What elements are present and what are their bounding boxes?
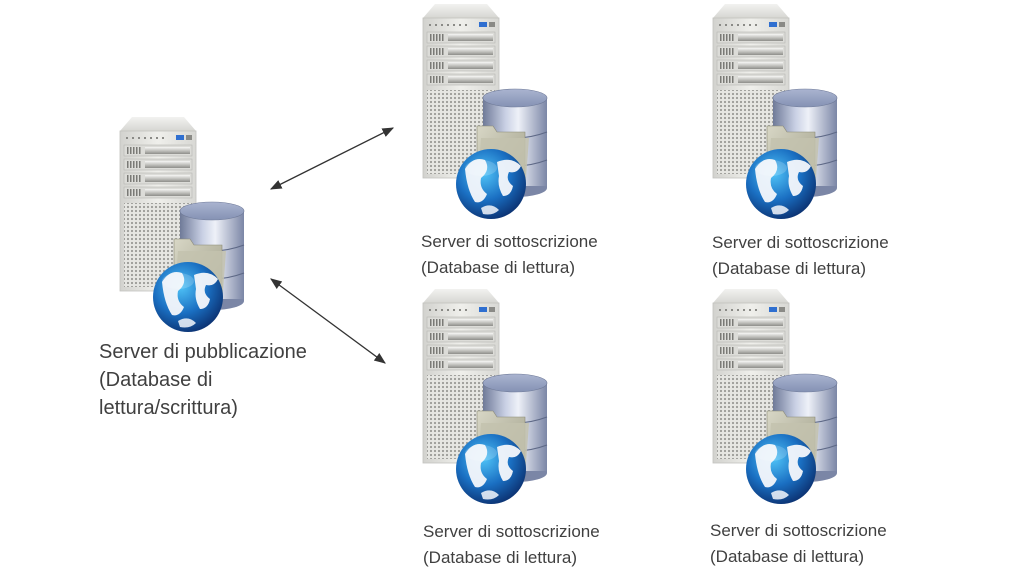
- subscriber-title: Server di sottoscrizione: [712, 233, 889, 252]
- server-database-globe-icon: [712, 289, 838, 504]
- subscriber-subtitle: (Database di lettura): [712, 259, 867, 278]
- publisher-label: Server di pubblicazione (Database di let…: [99, 338, 307, 422]
- arrow-publisher-to-subscriber-top: [269, 127, 395, 190]
- publisher-subtitle-line2: lettura/scrittura): [99, 397, 238, 419]
- publisher-title: Server di pubblicazione: [99, 341, 307, 363]
- server-database-globe-icon: [422, 289, 548, 504]
- subscriber-title: Server di sottoscrizione: [421, 232, 598, 251]
- subscriber-label: Server di sottoscrizione (Database di le…: [710, 518, 887, 570]
- publisher-subtitle-line1: (Database di: [99, 369, 213, 391]
- subscriber-title: Server di sottoscrizione: [710, 521, 887, 540]
- subscriber-label: Server di sottoscrizione (Database di le…: [421, 229, 598, 281]
- arrow-publisher-to-subscriber-bottom: [270, 278, 386, 364]
- subscriber-subtitle: (Database di lettura): [710, 547, 865, 566]
- subscriber-label: Server di sottoscrizione (Database di le…: [423, 519, 600, 571]
- server-database-globe-icon: [422, 4, 548, 219]
- subscriber-title: Server di sottoscrizione: [423, 522, 600, 541]
- subscriber-subtitle: (Database di lettura): [421, 258, 576, 277]
- server-database-globe-icon: [119, 117, 245, 332]
- subscriber-subtitle: (Database di lettura): [423, 548, 578, 567]
- server-database-globe-icon: [712, 4, 838, 219]
- subscriber-label: Server di sottoscrizione (Database di le…: [712, 230, 889, 282]
